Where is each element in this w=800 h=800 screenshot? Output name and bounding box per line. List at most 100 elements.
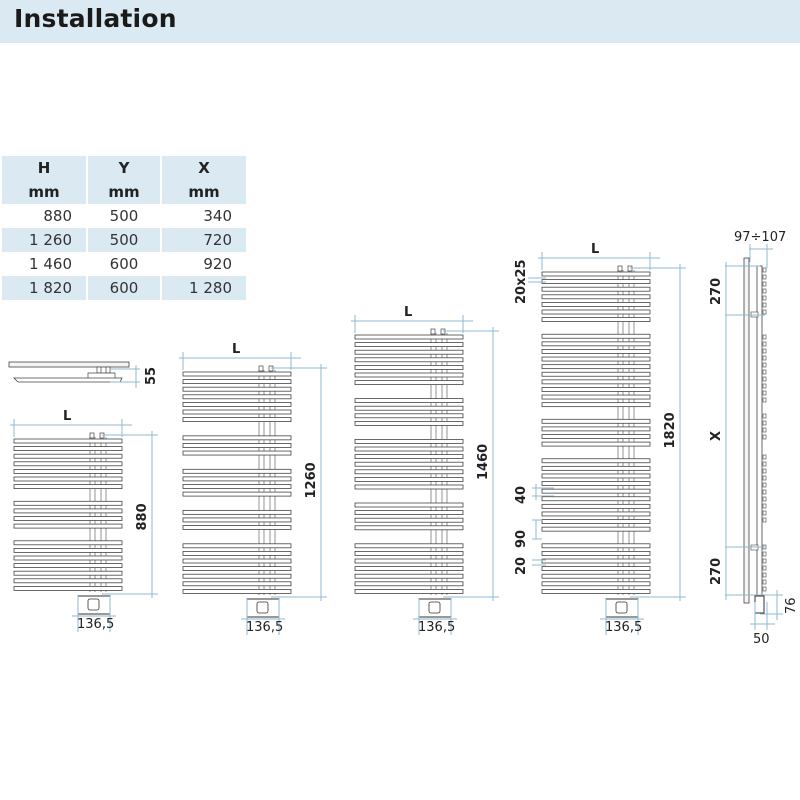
bar-end (762, 355, 767, 361)
bar-end (762, 510, 767, 516)
towel-bar (541, 356, 651, 362)
towel-bar (182, 409, 292, 415)
towel-bar (182, 566, 292, 571)
towel-bar (182, 468, 292, 474)
towel-bar (354, 398, 464, 404)
towel-bar (541, 402, 651, 408)
dimensions-table: H Y X mm mm mm 880 500 340 1 260 500 720… (2, 156, 246, 300)
bar-end (762, 267, 767, 273)
group-gap-label: 90 (514, 530, 529, 548)
towel-bar (541, 496, 651, 502)
bar-end (762, 565, 767, 571)
towel-bar (354, 551, 464, 556)
towel-bar (354, 446, 464, 452)
side-top-offset-label: 270 (709, 278, 724, 305)
bar-end (762, 288, 767, 294)
towel-bar (541, 426, 651, 432)
towel-bar (182, 581, 292, 587)
bar-end (762, 369, 767, 375)
side-bottom-offset-label: 270 (709, 558, 724, 585)
towel-bar (13, 508, 123, 514)
towel-bar (182, 589, 292, 594)
towel-bar (541, 301, 651, 307)
bar-end (762, 434, 767, 440)
column-header-y: Y (86, 156, 162, 180)
cell-x: 340 (203, 207, 232, 225)
towel-bar (541, 503, 651, 509)
side-depth-label: 97÷107 (734, 230, 786, 245)
cell-x: 1 280 (162, 276, 246, 300)
towel-bar (13, 438, 123, 444)
bar-end (762, 489, 767, 495)
towel-bar (354, 543, 464, 549)
towel-bar (354, 469, 464, 475)
towel-bar (182, 401, 292, 407)
towel-bar (541, 458, 651, 464)
bar-end (762, 383, 767, 389)
height-label: 880 (135, 503, 150, 530)
cell-x: 720 (162, 228, 246, 252)
towel-bar (541, 434, 651, 439)
towel-bar (13, 484, 123, 490)
towel-bar (13, 476, 123, 482)
towel-bar (541, 279, 651, 285)
towel-bar (541, 465, 651, 471)
towel-bar (541, 333, 651, 339)
column-header-h: H (2, 156, 86, 180)
towel-bar (182, 379, 292, 385)
top-view-drawing: 55 (8, 361, 159, 388)
towel-bar (13, 516, 123, 521)
towel-bar (354, 484, 464, 490)
side-view-drawing: 97÷107 270 X 270 76 50 (709, 230, 799, 647)
towel-bar (182, 443, 292, 448)
towel-bar (354, 438, 464, 444)
towel-bar (13, 523, 123, 529)
towel-bar (354, 380, 464, 386)
towel-bar (354, 525, 464, 531)
towel-bar (13, 540, 123, 546)
width-label: L (232, 342, 240, 357)
towel-bar (354, 342, 464, 348)
section-title: Installation (14, 4, 177, 33)
bar-end (762, 572, 767, 578)
towel-bar (541, 371, 651, 377)
table-row: 1 260 500 720 (2, 228, 246, 252)
cell-y: 500 (86, 228, 162, 252)
bar-end (762, 503, 767, 509)
bar-end (762, 362, 767, 368)
cell-h: 1 260 (2, 228, 86, 252)
towel-bar (182, 573, 292, 579)
towel-bar (354, 461, 464, 467)
towel-bar (354, 581, 464, 587)
cell-h: 1 820 (2, 276, 86, 300)
top-view-depth-label: 55 (144, 367, 159, 385)
bar-end (762, 586, 767, 592)
towel-bar (541, 271, 651, 277)
bar-spacing-label: 40 (514, 486, 529, 504)
towel-bar (354, 364, 464, 370)
towel-bar (13, 555, 123, 561)
towel-bar (541, 573, 651, 579)
towel-bar (354, 357, 464, 363)
towel-bar (182, 417, 292, 423)
width-label: L (63, 409, 71, 424)
bar-end (762, 482, 767, 488)
height-label: 1260 (304, 462, 319, 498)
table-row: 880 500 340 (2, 204, 246, 228)
towel-bar (541, 543, 651, 549)
towel-bar (354, 573, 464, 579)
towel-bar (182, 551, 292, 556)
towel-bar (354, 502, 464, 508)
bar-end (762, 496, 767, 502)
towel-bar (13, 468, 123, 474)
cell-y: 600 (86, 276, 162, 300)
towel-bar (13, 563, 123, 568)
bar-height-label: 20 (514, 557, 529, 575)
towel-bar (541, 566, 651, 571)
cell-y: 500 (86, 204, 162, 228)
bar-end (762, 341, 767, 347)
towel-bar (354, 517, 464, 523)
